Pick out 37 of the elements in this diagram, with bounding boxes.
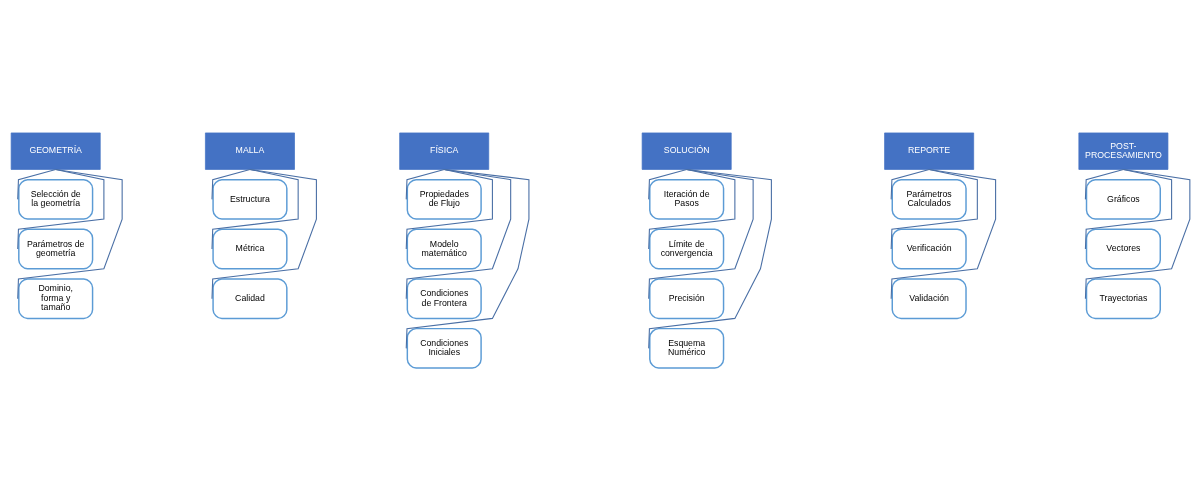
node-box: Iteración de Pasos xyxy=(649,178,725,220)
node-box: Condiciones de Frontera xyxy=(406,278,482,320)
connector xyxy=(1084,168,1124,200)
node-box: SOLUCIÓN xyxy=(641,132,732,170)
node-box: Esquema Numérico xyxy=(649,327,725,369)
node-box: Vectores xyxy=(1085,228,1161,270)
connector xyxy=(648,168,736,250)
node-box: Condiciones Iniciales xyxy=(406,327,482,369)
connector xyxy=(211,168,299,250)
node-box: Modelo matemático xyxy=(406,228,482,270)
node-box: MALLA xyxy=(205,132,295,170)
node-box: Validación xyxy=(891,278,967,320)
connector xyxy=(1084,168,1173,250)
connector xyxy=(890,168,930,200)
node-box: Límite de convergencia xyxy=(649,228,725,270)
connector xyxy=(211,168,251,200)
node-box: FÍSICA xyxy=(399,132,490,170)
connector xyxy=(1084,168,1191,300)
connector xyxy=(648,168,688,200)
node-box: Selección de la geometría xyxy=(18,178,94,220)
node-box: Métrica xyxy=(212,228,288,270)
node-box: Parámetros de geometría xyxy=(18,228,94,270)
connector xyxy=(211,168,317,300)
node-box: Gráficos xyxy=(1085,178,1161,220)
node-box: Calidad xyxy=(212,278,288,320)
node-box: Dominio, forma y tamaño xyxy=(18,278,94,320)
node-box: GEOMETRÍA xyxy=(10,132,101,170)
connector xyxy=(17,168,57,200)
node-box: Estructura xyxy=(212,178,288,220)
node-box: REPORTE xyxy=(884,132,975,170)
node-box: Trayectorias xyxy=(1085,278,1161,320)
node-box: POST-PROCESAMIENTO xyxy=(1078,132,1169,170)
node-box: Parámetros Calculados xyxy=(891,178,967,220)
node-box: Verificación xyxy=(891,228,967,270)
node-box: Precisión xyxy=(649,278,725,320)
connector xyxy=(405,168,445,200)
node-box: Propiedades de Flujo xyxy=(406,178,482,220)
